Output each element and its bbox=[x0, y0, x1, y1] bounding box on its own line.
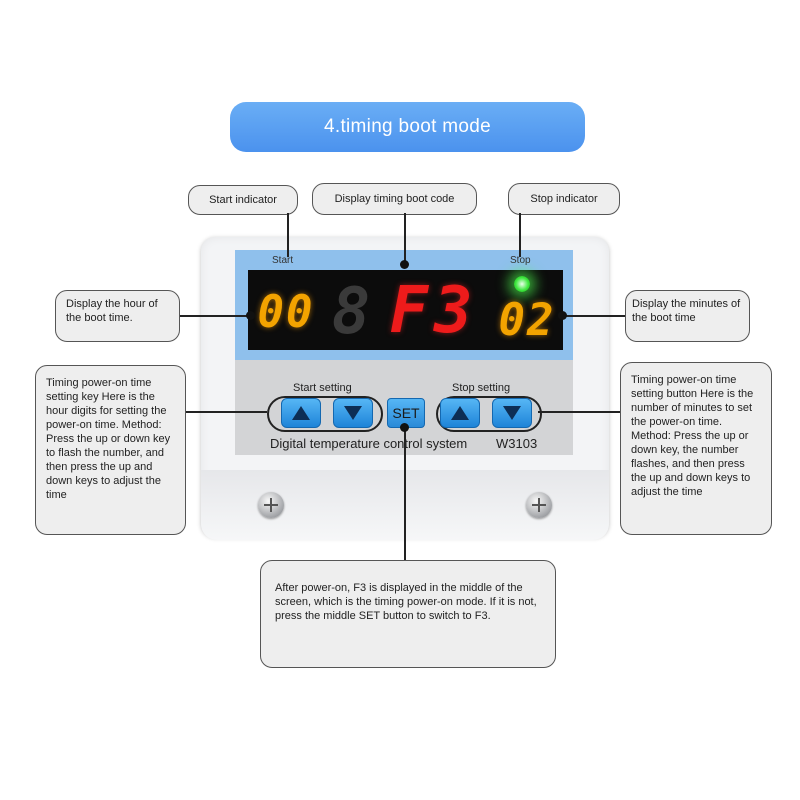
minutes-line-dot bbox=[558, 311, 567, 320]
title-banner: 4.timing boot mode bbox=[230, 102, 585, 152]
minutes-line bbox=[562, 315, 625, 317]
start-setting-label: Start setting bbox=[293, 382, 352, 394]
hour-line bbox=[180, 315, 250, 317]
start-keys-callout-text: Timing power-on time setting key Here is… bbox=[46, 377, 171, 501]
down-arrow-icon bbox=[344, 406, 362, 420]
hour-display: 00 bbox=[257, 286, 315, 338]
display-window bbox=[248, 270, 563, 350]
system-name: Digital temperature control system bbox=[270, 436, 468, 451]
hour-line-dot bbox=[246, 311, 255, 320]
left-screw-icon bbox=[258, 492, 284, 518]
right-screw-icon bbox=[526, 492, 552, 518]
unlit-digit: 8 bbox=[331, 275, 373, 349]
start-down-button[interactable] bbox=[333, 398, 373, 428]
stop-keys-callout-text: Timing power-on time setting button Here… bbox=[631, 374, 754, 498]
stop-keys-callout: Timing power-on time setting button Here… bbox=[620, 362, 772, 535]
model-number: W3103 bbox=[496, 436, 538, 451]
set-note-text: After power-on, F3 is displayed in the m… bbox=[275, 582, 537, 622]
minute-display: 02 bbox=[498, 294, 556, 346]
code-line-dot bbox=[400, 260, 409, 269]
stop-led-icon bbox=[514, 276, 530, 292]
up-arrow-icon bbox=[451, 406, 469, 420]
stop-indicator-line bbox=[519, 213, 521, 257]
hour-callout-text: Display the hour of the boot time. bbox=[66, 298, 158, 324]
stop-indicator-callout: Stop indicator bbox=[508, 183, 620, 215]
code-display: F3 bbox=[389, 274, 479, 348]
stop-up-button[interactable] bbox=[440, 398, 480, 428]
stop-indicator-text: Stop indicator bbox=[530, 193, 598, 205]
stop-setting-label: Stop setting bbox=[452, 382, 511, 394]
start-keys-line bbox=[186, 411, 267, 413]
set-line-dot bbox=[400, 423, 409, 432]
start-label: Start bbox=[272, 255, 294, 266]
start-indicator-line bbox=[287, 213, 289, 257]
stop-label: Stop bbox=[510, 255, 531, 266]
start-indicator-text: Start indicator bbox=[209, 194, 277, 206]
display-code-callout: Display timing boot code bbox=[312, 183, 477, 215]
up-arrow-icon bbox=[292, 406, 310, 420]
stop-key-group bbox=[436, 396, 542, 432]
stop-keys-line bbox=[538, 411, 620, 413]
start-keys-callout: Timing power-on time setting key Here is… bbox=[35, 365, 186, 535]
hour-callout: Display the hour of the boot time. bbox=[55, 290, 180, 342]
minutes-callout-text: Display the minutes of the boot time bbox=[632, 298, 741, 324]
start-indicator-callout: Start indicator bbox=[188, 185, 298, 215]
minutes-callout: Display the minutes of the boot time bbox=[625, 290, 750, 342]
code-line bbox=[404, 213, 406, 263]
stop-down-button[interactable] bbox=[492, 398, 532, 428]
start-up-button[interactable] bbox=[281, 398, 321, 428]
title-text: 4.timing boot mode bbox=[324, 116, 491, 137]
display-code-text: Display timing boot code bbox=[334, 193, 455, 205]
set-line bbox=[404, 426, 406, 560]
start-key-group bbox=[267, 396, 383, 432]
set-note-callout: After power-on, F3 is displayed in the m… bbox=[260, 560, 556, 668]
down-arrow-icon bbox=[503, 406, 521, 420]
